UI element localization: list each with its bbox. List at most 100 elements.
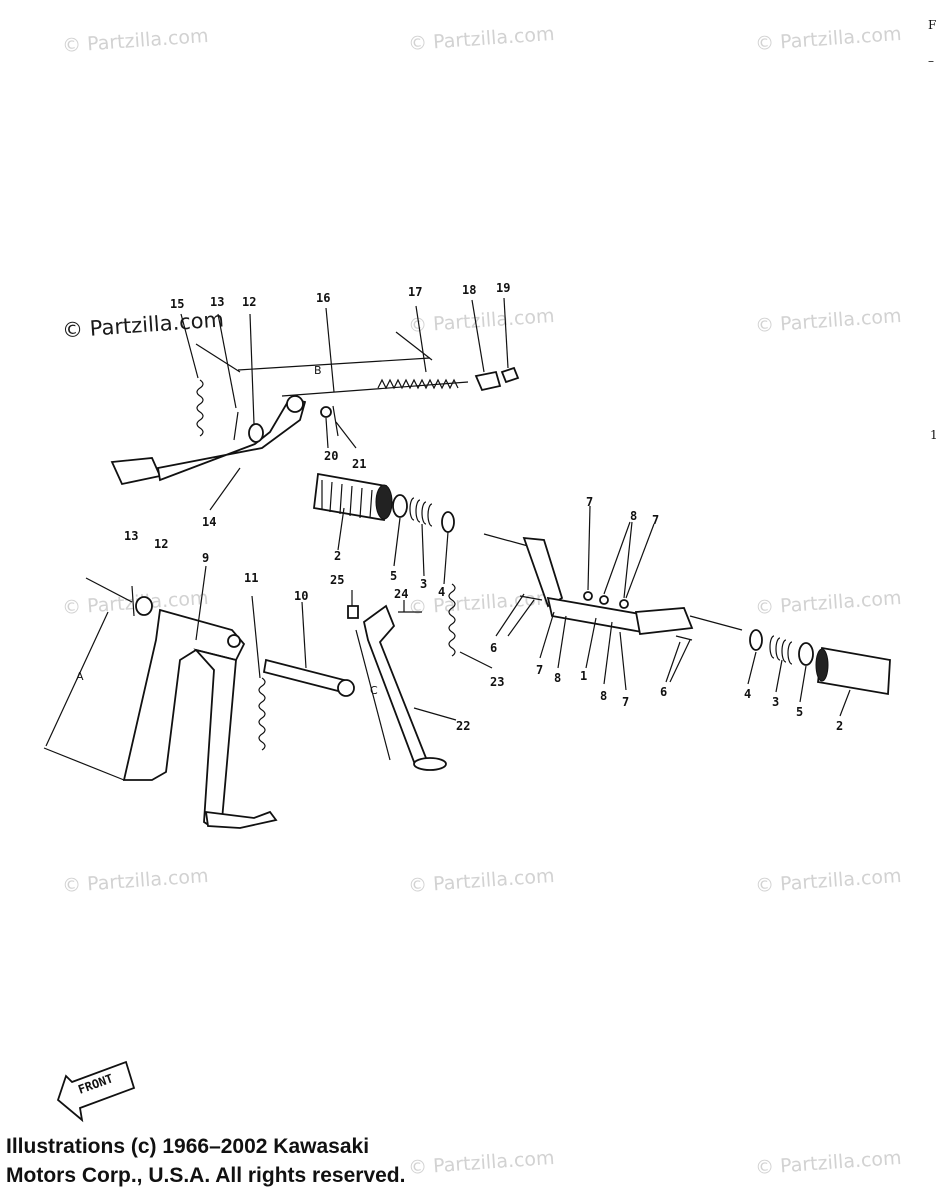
copyright-line-2: Motors Corp., U.S.A. All rights reserved… — [6, 1164, 406, 1187]
front-arrow-icon: FRONT — [56, 1060, 136, 1123]
return-spring-15[interactable] — [196, 379, 204, 437]
callout-8-c: 8 — [600, 689, 607, 703]
nut-25[interactable] — [347, 605, 359, 619]
callout-3-right: 3 — [772, 695, 779, 709]
washer-5-right[interactable] — [798, 642, 814, 666]
callout-2-right: 2 — [836, 719, 843, 733]
callout-20: 20 — [324, 449, 338, 463]
copyright-line-1: Illustrations (c) 1966–2002 Kawasaki — [6, 1135, 370, 1158]
callout-9: 9 — [202, 551, 209, 565]
callout-7-b: 7 — [652, 513, 659, 527]
cotter-pin-13-stand[interactable] — [131, 585, 135, 617]
callout-7-d: 7 — [622, 695, 629, 709]
dimension-b-label: B — [314, 364, 322, 377]
dimension-a-label: A — [76, 670, 84, 683]
callout-16: 16 — [316, 291, 330, 305]
callout-5-right: 5 — [796, 705, 803, 719]
footpeg-bar-assembly — [483, 533, 891, 696]
stand-shaft-head — [337, 679, 355, 697]
callout-13-stand: 13 — [124, 529, 138, 543]
dimension-b-line — [237, 357, 431, 371]
dimension-c-line — [355, 629, 391, 761]
footpeg-rubber-end — [375, 484, 393, 520]
cotter-pin-13-top[interactable] — [233, 411, 239, 441]
callout-25: 25 — [330, 573, 344, 587]
center-stand-pivot — [227, 634, 241, 648]
callout-10: 10 — [294, 589, 308, 603]
washer-12-stand[interactable] — [135, 596, 153, 616]
upper-footpeg-set — [313, 472, 455, 533]
brake-rod-spring-17[interactable] — [377, 378, 459, 390]
footpeg-bracket-left[interactable] — [522, 536, 564, 608]
callout-5-upper: 5 — [390, 569, 397, 583]
callout-4-right: 4 — [744, 687, 751, 701]
brake-pedal-arm[interactable] — [156, 396, 307, 482]
callout-3-upper: 3 — [420, 577, 427, 591]
side-stand-spring-23[interactable] — [448, 583, 456, 657]
callout-21: 21 — [352, 457, 366, 471]
callout-8-a: 8 — [630, 509, 637, 523]
washer-4-right[interactable] — [749, 629, 763, 651]
brake-rod-16[interactable] — [281, 381, 469, 397]
callout-labels: 15 13 12 16 17 18 19 20 21 1 4 2 5 3 4 13… — [76, 281, 843, 733]
dimension-a-ext-bottom — [43, 747, 125, 781]
center-stand-leg-right — [193, 648, 237, 828]
nut-8-c[interactable] — [619, 599, 629, 609]
dimension-a-line — [45, 611, 109, 747]
copyright-notice: Illustrations (c) 1966–2002 Kawasaki Mot… — [6, 1132, 405, 1190]
callout-19: 19 — [496, 281, 510, 295]
dimension-a-ext-top — [85, 577, 133, 603]
edge-mark-dash: – — [928, 54, 934, 68]
footpeg-bar-left-end — [483, 533, 529, 547]
bolt-6-b[interactable] — [675, 635, 693, 641]
spring-3-right[interactable] — [769, 635, 793, 665]
dimension-b-ext-left — [195, 343, 241, 373]
callout-17: 17 — [408, 285, 422, 299]
brake-pedal-pad[interactable] — [110, 457, 162, 486]
callout-15: 15 — [170, 297, 184, 311]
nut-8-a[interactable] — [583, 591, 593, 601]
bolt-6-a[interactable] — [519, 595, 543, 601]
brake-pedal-assembly — [110, 331, 520, 486]
center-stand-assembly — [43, 577, 355, 829]
washer-12-top[interactable] — [248, 423, 264, 443]
spring-3-upper[interactable] — [409, 497, 433, 527]
edge-mark-f: F — [928, 18, 937, 32]
callout-22: 22 — [456, 719, 470, 733]
callout-7-c: 7 — [536, 663, 543, 677]
callout-6-right: 6 — [660, 685, 667, 699]
callout-8-b: 8 — [554, 671, 561, 685]
side-stand-assembly — [347, 583, 456, 771]
pin-20[interactable] — [320, 406, 332, 418]
callout-23: 23 — [490, 675, 504, 689]
callout-12-stand: 12 — [154, 537, 168, 551]
rod-joint-18[interactable] — [474, 370, 502, 392]
callout-13: 13 — [210, 295, 224, 309]
leader-lines — [180, 297, 851, 721]
callout-24: 24 — [394, 587, 408, 601]
stand-spring-11[interactable] — [258, 677, 266, 751]
pedal-pivot — [286, 395, 304, 413]
nut-8-b[interactable] — [599, 595, 609, 605]
callout-18: 18 — [462, 283, 476, 297]
callout-2-upper: 2 — [334, 549, 341, 563]
callout-7-a: 7 — [586, 495, 593, 509]
callout-1: 1 — [580, 669, 587, 683]
cotter-pin-21[interactable] — [332, 405, 339, 437]
footpeg-rubber-2-right[interactable] — [817, 646, 891, 696]
washer-4-upper[interactable] — [441, 511, 455, 533]
washer-5-upper[interactable] — [392, 494, 408, 518]
callout-4-upper: 4 — [438, 585, 445, 599]
footpeg-bracket-right[interactable] — [634, 607, 694, 635]
adjusting-nut-19[interactable] — [500, 366, 520, 384]
callout-6-left: 6 — [490, 641, 497, 655]
callout-12: 12 — [242, 295, 256, 309]
side-stand-foot — [413, 757, 447, 771]
footpeg-rubber-right-end — [815, 648, 829, 682]
footpeg-bar-right-end — [689, 615, 743, 631]
dimension-b-ext-right — [395, 331, 433, 361]
stand-shaft-10[interactable] — [262, 658, 346, 694]
side-stand-22[interactable] — [362, 604, 428, 764]
edge-mark-one: 1 — [930, 428, 938, 442]
